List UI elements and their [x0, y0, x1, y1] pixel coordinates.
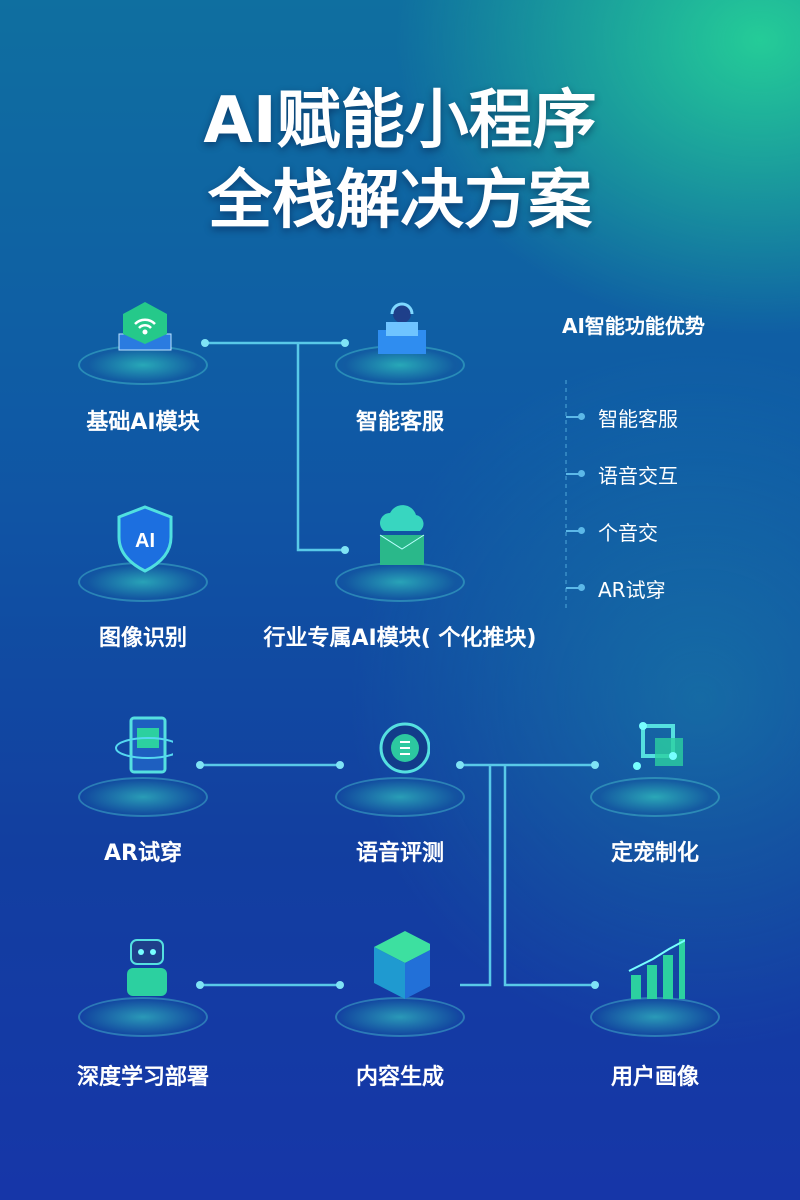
panel-item: AR试穿 [598, 578, 666, 602]
bar-chart-icon [625, 937, 685, 999]
voice-orbit-icon [370, 719, 430, 779]
connector-voice-to-profile [503, 765, 595, 987]
node-label: 智能客服 [355, 410, 444, 435]
ar-tablet-icon [113, 716, 173, 779]
bullet-icon [566, 413, 585, 420]
svg-text:AI: AI [135, 530, 155, 552]
node-label: 内容生成 [355, 1065, 444, 1090]
node-label: 定宠制化 [610, 841, 699, 866]
node-label: AR试穿 [104, 841, 182, 866]
node-label: 行业专属AI模块( 个化推块) [263, 626, 537, 651]
node-label: 图像识别 [98, 626, 187, 651]
panel-item: 智能客服 [598, 407, 678, 431]
robot-icon [113, 939, 173, 999]
node-label: 语音评测 [355, 841, 444, 866]
title-line-2: 全栈解决方案 [208, 164, 592, 238]
wifi-chip-icon [113, 300, 173, 360]
ai-shield-icon: AI [113, 505, 173, 573]
cube-icon [370, 931, 430, 999]
panel-title: AI智能功能优势 [562, 314, 705, 338]
title-line-1: AI赋能小程序 [203, 84, 597, 158]
panel-item: 语音交互 [598, 464, 678, 488]
bullet-icon [566, 470, 585, 477]
network-cube-icon [625, 719, 685, 779]
node-label: 用户画像 [610, 1065, 699, 1090]
cloud-box-icon [370, 505, 430, 566]
bullet-icon [566, 584, 585, 591]
panel-item: 个音交 [598, 521, 658, 545]
connector-base-to-industry [296, 343, 345, 552]
node-label: 深度学习部署 [76, 1065, 209, 1090]
agent-headset-icon [370, 300, 430, 360]
node-label: 基础AI模块 [86, 410, 200, 435]
connector-voice-to-content [460, 765, 492, 987]
bullet-icon [566, 527, 585, 534]
